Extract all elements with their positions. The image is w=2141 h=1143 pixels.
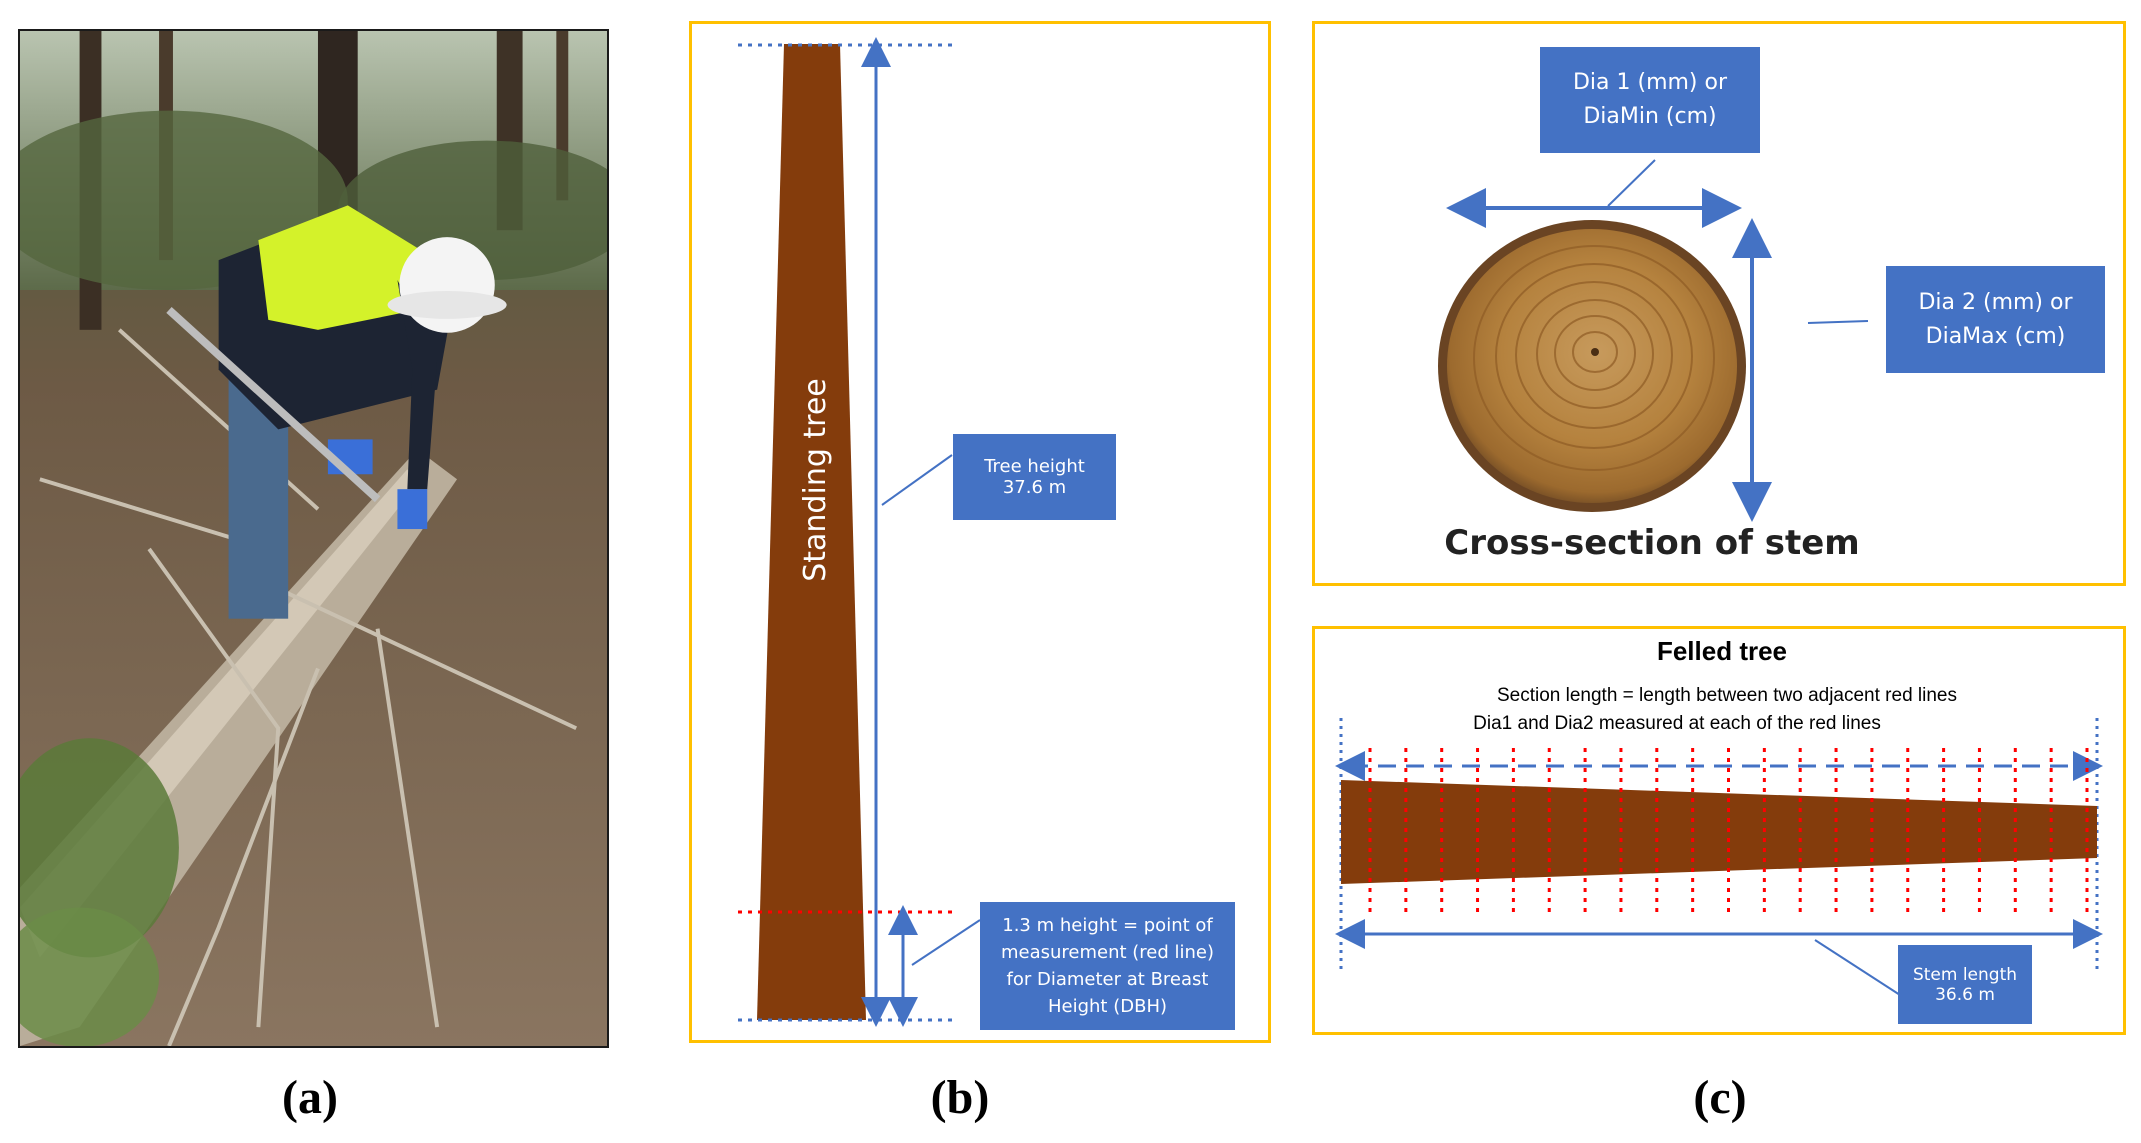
panel-a-label: (a)	[282, 1071, 338, 1124]
tree-height-label: Tree height	[984, 456, 1085, 477]
panel-b-label: (b)	[930, 1071, 990, 1124]
dia2-box: Dia 2 (mm) or DiaMax (cm)	[1886, 266, 2105, 373]
panel-c-label: (c)	[1693, 1071, 1747, 1124]
stem-length-value: 36.6 m	[1935, 984, 1995, 1005]
field-photo	[18, 29, 609, 1048]
panel-b-frame	[689, 21, 1271, 1043]
dia1-text: Dia 1 (mm) or DiaMin (cm)	[1572, 70, 1728, 129]
dia1-box: Dia 1 (mm) or DiaMin (cm)	[1540, 47, 1760, 153]
dbh-note-text: 1.3 m height = point of measurement (red…	[1000, 915, 1215, 1017]
dia2-text: Dia 2 (mm) or DiaMax (cm)	[1918, 289, 2073, 349]
stem-length-box: Stem length 36.6 m	[1898, 945, 2032, 1024]
tree-height-box: Tree height 37.6 m	[953, 434, 1116, 520]
tree-height-value: 37.6 m	[1002, 477, 1067, 498]
stem-length-label: Stem length	[1912, 964, 2018, 985]
dbh-note-box: 1.3 m height = point of measurement (red…	[980, 902, 1235, 1030]
